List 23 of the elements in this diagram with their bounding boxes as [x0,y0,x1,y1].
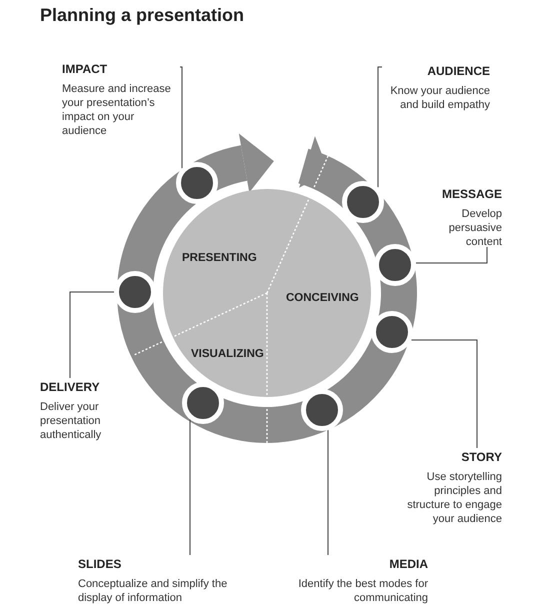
callout-heading: SLIDES [78,557,122,571]
leader-line [70,292,114,378]
sector-label: VISUALIZING [191,348,264,360]
callout-description: Use storytelling principles and structure to engage your audience [406,470,502,526]
sector-label: PRESENTING [182,252,257,264]
leader-line [410,340,478,448]
leader-line [378,66,382,188]
diagram-title: Planning a presentation [40,5,244,26]
sector-label: CONCEIVING [286,292,359,304]
callout-heading: AUDIENCE [427,64,490,78]
callout-description: Deliver your presentation authentically [40,400,102,442]
callout-heading: DELIVERY [40,380,100,394]
callout-heading: MEDIA [389,557,428,571]
callout-description: Identify the best modes for communicating [297,577,428,605]
callout-heading: IMPACT [62,62,108,76]
leader-line [415,246,488,264]
callout-description: Develop persuasive content [448,207,502,249]
callout-description: Know your audience and build empathy [389,84,490,112]
callout-heading: STORY [461,450,502,464]
leader-line [180,66,182,169]
callout-heading: MESSAGE [442,187,502,201]
callout-description: Conceptualize and simplify the display of information [78,577,228,605]
callout-description: Measure and increase your presentation’s impact on your audience [62,82,172,138]
